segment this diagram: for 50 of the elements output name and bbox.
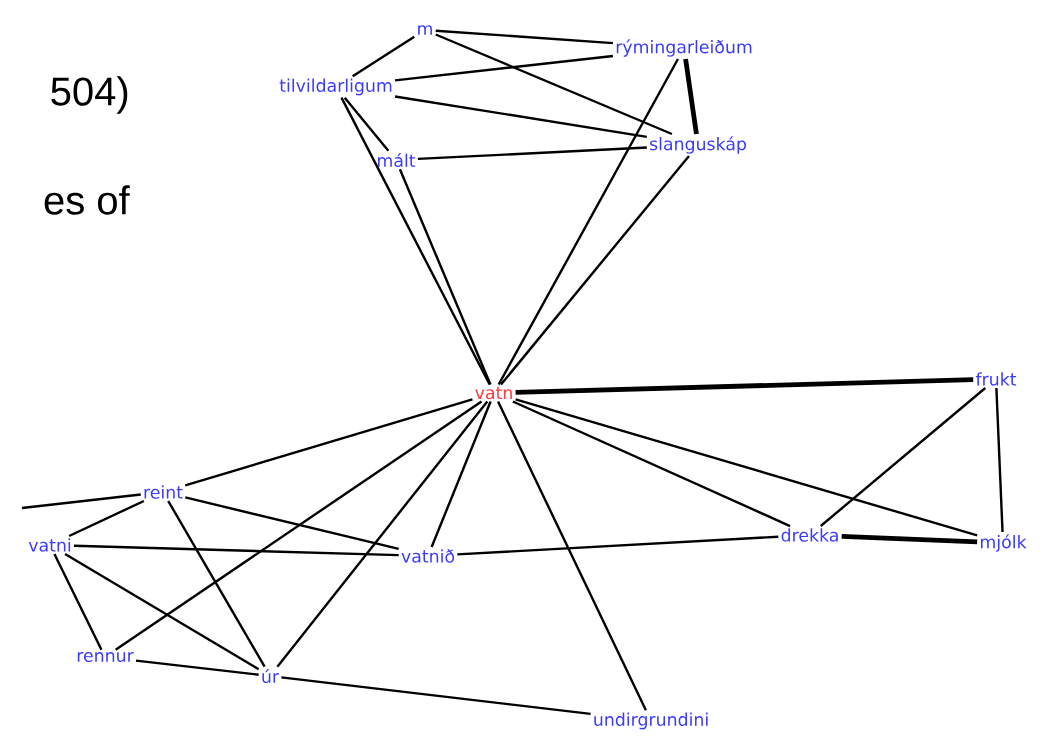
network-edge: [435, 33, 673, 136]
slide-text: 504): [51, 76, 128, 114]
word-label: vatn: [475, 386, 512, 400]
word-label: rýmingarleiðum: [616, 39, 752, 57]
word-label: m: [418, 25, 432, 35]
network-edge: [512, 400, 791, 528]
network-edge: [135, 659, 259, 676]
network-edge: [276, 400, 489, 668]
slide-text: es of: [44, 185, 130, 215]
network-edge: [497, 58, 680, 386]
network-edge: [343, 96, 390, 152]
network-edge: [457, 535, 779, 556]
network-edge: [515, 398, 978, 537]
network-edge: [500, 155, 690, 386]
network-edge: [68, 499, 145, 538]
network-edge: [394, 95, 648, 138]
word-label: slanguskáp: [650, 136, 746, 154]
word-label: tilvildarligum: [279, 78, 392, 96]
network-edge: [394, 54, 614, 82]
network-edge: [185, 496, 399, 551]
word-label: vatnið: [401, 549, 455, 563]
network-edge: [435, 29, 614, 45]
network-edge: [352, 35, 415, 78]
word-label: undirgrundini: [594, 712, 708, 730]
network-edge: [496, 400, 647, 711]
network-edge: [841, 533, 978, 545]
network-edge: [430, 401, 492, 548]
word-label: drekka: [781, 528, 838, 542]
word-label: frukt: [975, 372, 1017, 386]
word-label: mjólk: [981, 534, 1027, 552]
network-edge: [64, 552, 260, 671]
network-edge: [515, 377, 974, 395]
word-label: mált: [378, 152, 416, 168]
word-label: úr: [262, 668, 280, 684]
network-edge: [53, 553, 103, 651]
network-edge: [73, 544, 399, 557]
network-edge: [281, 676, 591, 716]
network-edge: [340, 97, 491, 386]
network-edge: [417, 146, 647, 161]
network-edge: [398, 168, 492, 385]
network-edge: [167, 500, 266, 668]
network-edge: [995, 387, 1004, 533]
word-label: rennur: [77, 652, 134, 662]
network-edge: [21, 493, 141, 510]
word-label: reint: [144, 485, 183, 499]
word-label: vatni: [28, 538, 71, 552]
network-edge: [683, 58, 699, 135]
network-edge: [819, 387, 987, 527]
network-edge: [114, 400, 483, 651]
network-edge: [184, 398, 473, 487]
